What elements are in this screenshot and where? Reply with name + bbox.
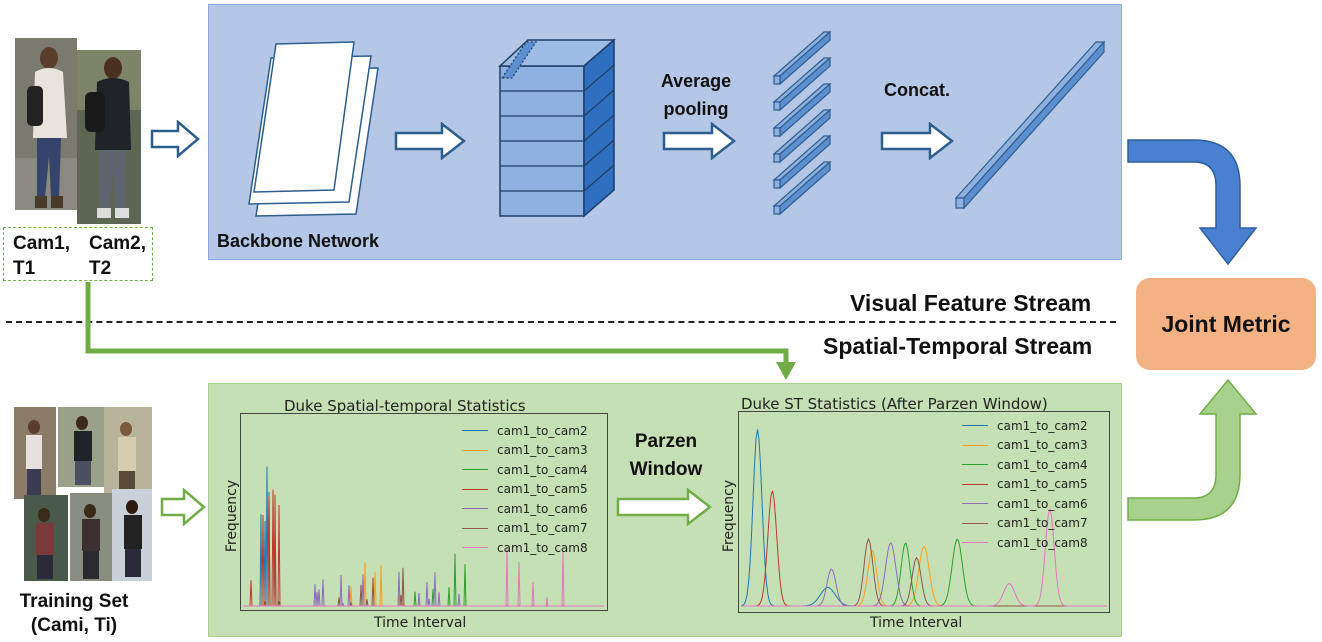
legend-item: cam1_to_cam4 <box>962 455 1088 475</box>
series-line <box>243 553 604 607</box>
legend-swatch <box>962 444 988 446</box>
stream-divider <box>6 321 1116 323</box>
legend-label: cam1_to_cam7 <box>497 521 588 536</box>
legend-item: cam1_to_cam8 <box>462 538 588 558</box>
chart2-legend: cam1_to_cam2 cam1_to_cam3 cam1_to_cam4 cam1… <box>962 416 1088 553</box>
legend-label: cam1_to_cam3 <box>497 443 588 458</box>
arrow-to-concat <box>880 122 955 160</box>
joint-metric-box: Joint Metric <box>1136 278 1316 370</box>
training-set-images <box>14 407 152 581</box>
training-set-label: Training Set (Cami, Ti) <box>19 591 129 636</box>
cam1-person-image <box>15 38 77 210</box>
legend-swatch <box>962 503 988 505</box>
legend-item: cam1_to_cam6 <box>462 499 588 519</box>
legend-swatch <box>462 488 488 490</box>
legend-swatch <box>462 527 488 529</box>
series-line <box>243 567 604 607</box>
legend-swatch <box>462 547 488 549</box>
legend-label: cam1_to_cam5 <box>497 482 588 497</box>
visual-stream-label: Visual Feature Stream <box>850 290 1092 316</box>
visual-to-joint-arrow <box>1127 139 1258 266</box>
legend-label: cam1_to_cam8 <box>997 535 1088 550</box>
legend-swatch <box>962 542 988 544</box>
legend-label: cam1_to_cam2 <box>997 418 1088 433</box>
legend-item: cam1_to_cam2 <box>462 421 588 441</box>
cam1-label: Cam1, T1 <box>13 233 71 279</box>
feature-cube <box>498 38 617 218</box>
chart2-xlabel: Time Interval <box>870 615 963 631</box>
arrow-to-cube <box>394 122 467 160</box>
legend-item: cam1_to_cam4 <box>462 460 588 480</box>
legend-label: cam1_to_cam6 <box>497 501 588 516</box>
camera-time-box <box>3 227 153 281</box>
chart2-title: Duke ST Statistics (After Parzen Window) <box>741 395 1048 413</box>
legend-swatch <box>962 425 988 427</box>
concat-label: Concat. <box>884 80 951 100</box>
chart2-plot <box>738 411 1110 613</box>
series-line <box>741 545 1107 607</box>
legend-swatch <box>962 464 988 466</box>
series-line <box>243 549 604 607</box>
cam2-label: Cam2, T2 <box>89 233 147 279</box>
legend-label: cam1_to_cam4 <box>997 457 1088 472</box>
spatial-stream-label: Spatial-Temporal Stream <box>823 333 1093 359</box>
concat-feature-bar <box>954 40 1106 210</box>
pooled-feature-bars <box>772 30 832 216</box>
chart1-legend: cam1_to_cam2 cam1_to_cam3 cam1_to_cam4 cam1… <box>462 421 588 558</box>
chart1-xlabel: Time Interval <box>374 615 467 631</box>
backbone-label: Backbone Network <box>217 231 380 251</box>
legend-label: cam1_to_cam8 <box>497 540 588 555</box>
legend-label: cam1_to_cam4 <box>497 462 588 477</box>
legend-swatch <box>962 483 988 485</box>
legend-item: cam1_to_cam5 <box>962 475 1088 495</box>
chart1-title: Duke Spatial-temporal Statistics <box>284 397 526 415</box>
chart2-ylabel: Frequency <box>721 479 738 553</box>
legend-swatch <box>462 508 488 510</box>
st-connector-arrow <box>85 282 796 380</box>
legend-item: cam1_to_cam6 <box>962 494 1088 514</box>
chart1-ylabel: Frequency <box>224 479 241 553</box>
series-line <box>243 571 604 607</box>
cam2-person-image <box>77 50 141 224</box>
legend-item: cam1_to_cam8 <box>962 533 1088 553</box>
chart1-plot <box>240 413 608 611</box>
avg-pooling-label: Average pooling <box>660 71 732 119</box>
legend-swatch <box>962 522 988 524</box>
legend-label: cam1_to_cam6 <box>997 496 1088 511</box>
legend-swatch <box>462 469 488 471</box>
input-arrow <box>150 120 200 158</box>
legend-label: cam1_to_cam7 <box>997 516 1088 531</box>
legend-label: cam1_to_cam3 <box>997 438 1088 453</box>
parzen-arrow <box>616 488 713 526</box>
series-line <box>243 562 604 607</box>
series-line <box>741 507 1107 607</box>
legend-item: cam1_to_cam2 <box>962 416 1088 436</box>
legend-item: cam1_to_cam3 <box>962 436 1088 456</box>
parzen-window-label: Parzen Window <box>629 431 703 480</box>
arrow-to-pooled <box>662 122 737 160</box>
training-arrow <box>160 488 206 526</box>
legend-item: cam1_to_cam7 <box>962 514 1088 534</box>
legend-swatch <box>462 449 488 451</box>
legend-item: cam1_to_cam7 <box>462 519 588 539</box>
st-to-joint-arrow <box>1127 378 1258 521</box>
legend-label: cam1_to_cam5 <box>997 477 1088 492</box>
legend-item: cam1_to_cam3 <box>462 441 588 461</box>
legend-swatch <box>462 430 488 432</box>
legend-item: cam1_to_cam5 <box>462 480 588 500</box>
backbone-feature-maps <box>248 41 379 217</box>
legend-label: cam1_to_cam2 <box>497 423 588 438</box>
